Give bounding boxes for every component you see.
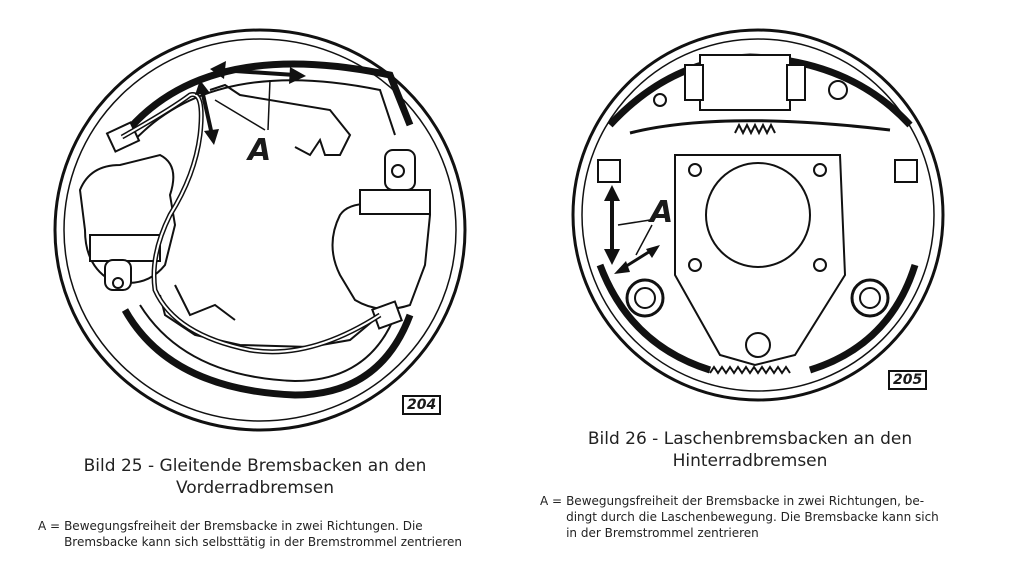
label-a-front: A: [248, 133, 272, 168]
figure-number-tag: 205: [888, 370, 928, 390]
legend-key: A =: [540, 494, 563, 508]
legend-line: in der Bremstrommel zentrieren: [566, 526, 759, 540]
legend-line: dingt durch die Laschenbewegung. Die Bre…: [566, 510, 939, 524]
legend-line: Bewegungsfreiheit der Bremsbacke in zwei…: [566, 494, 925, 508]
legend-line: Bewegungsfreiheit der Bremsbacke in zwei…: [64, 519, 423, 533]
legend-rear: A = Bewegungsfreiheit der Bremsbacke in …: [540, 493, 985, 541]
figure-front-brake: A 204: [50, 15, 470, 435]
front-brake-drawing: [53, 28, 467, 432]
legend-key: A =: [38, 519, 61, 533]
figure-caption-rear: Bild 26 - Laschenbremsbacken an den Hint…: [560, 428, 940, 472]
figure-caption-front: Bild 25 - Gleitende Bremsbacken an den V…: [65, 455, 445, 499]
caption-line: Bild 26 - Laschenbremsbacken an den: [587, 429, 913, 449]
figure-number-tag: 204: [402, 395, 442, 415]
label-a-rear: A: [650, 195, 674, 230]
rear-brake-drawing: [571, 28, 945, 402]
legend-line: Bremsbacke kann sich selbsttätig in der …: [64, 535, 463, 549]
legend-front: A = Bewegungsfreiheit der Bremsbacke in …: [38, 518, 488, 550]
figure-rear-brake: A 205: [570, 15, 955, 405]
caption-line: Vorderradbremsen: [175, 478, 335, 498]
caption-line: Bild 25 - Gleitende Bremsbacken an den: [83, 456, 427, 476]
caption-line: Hinterradbremsen: [672, 451, 828, 471]
